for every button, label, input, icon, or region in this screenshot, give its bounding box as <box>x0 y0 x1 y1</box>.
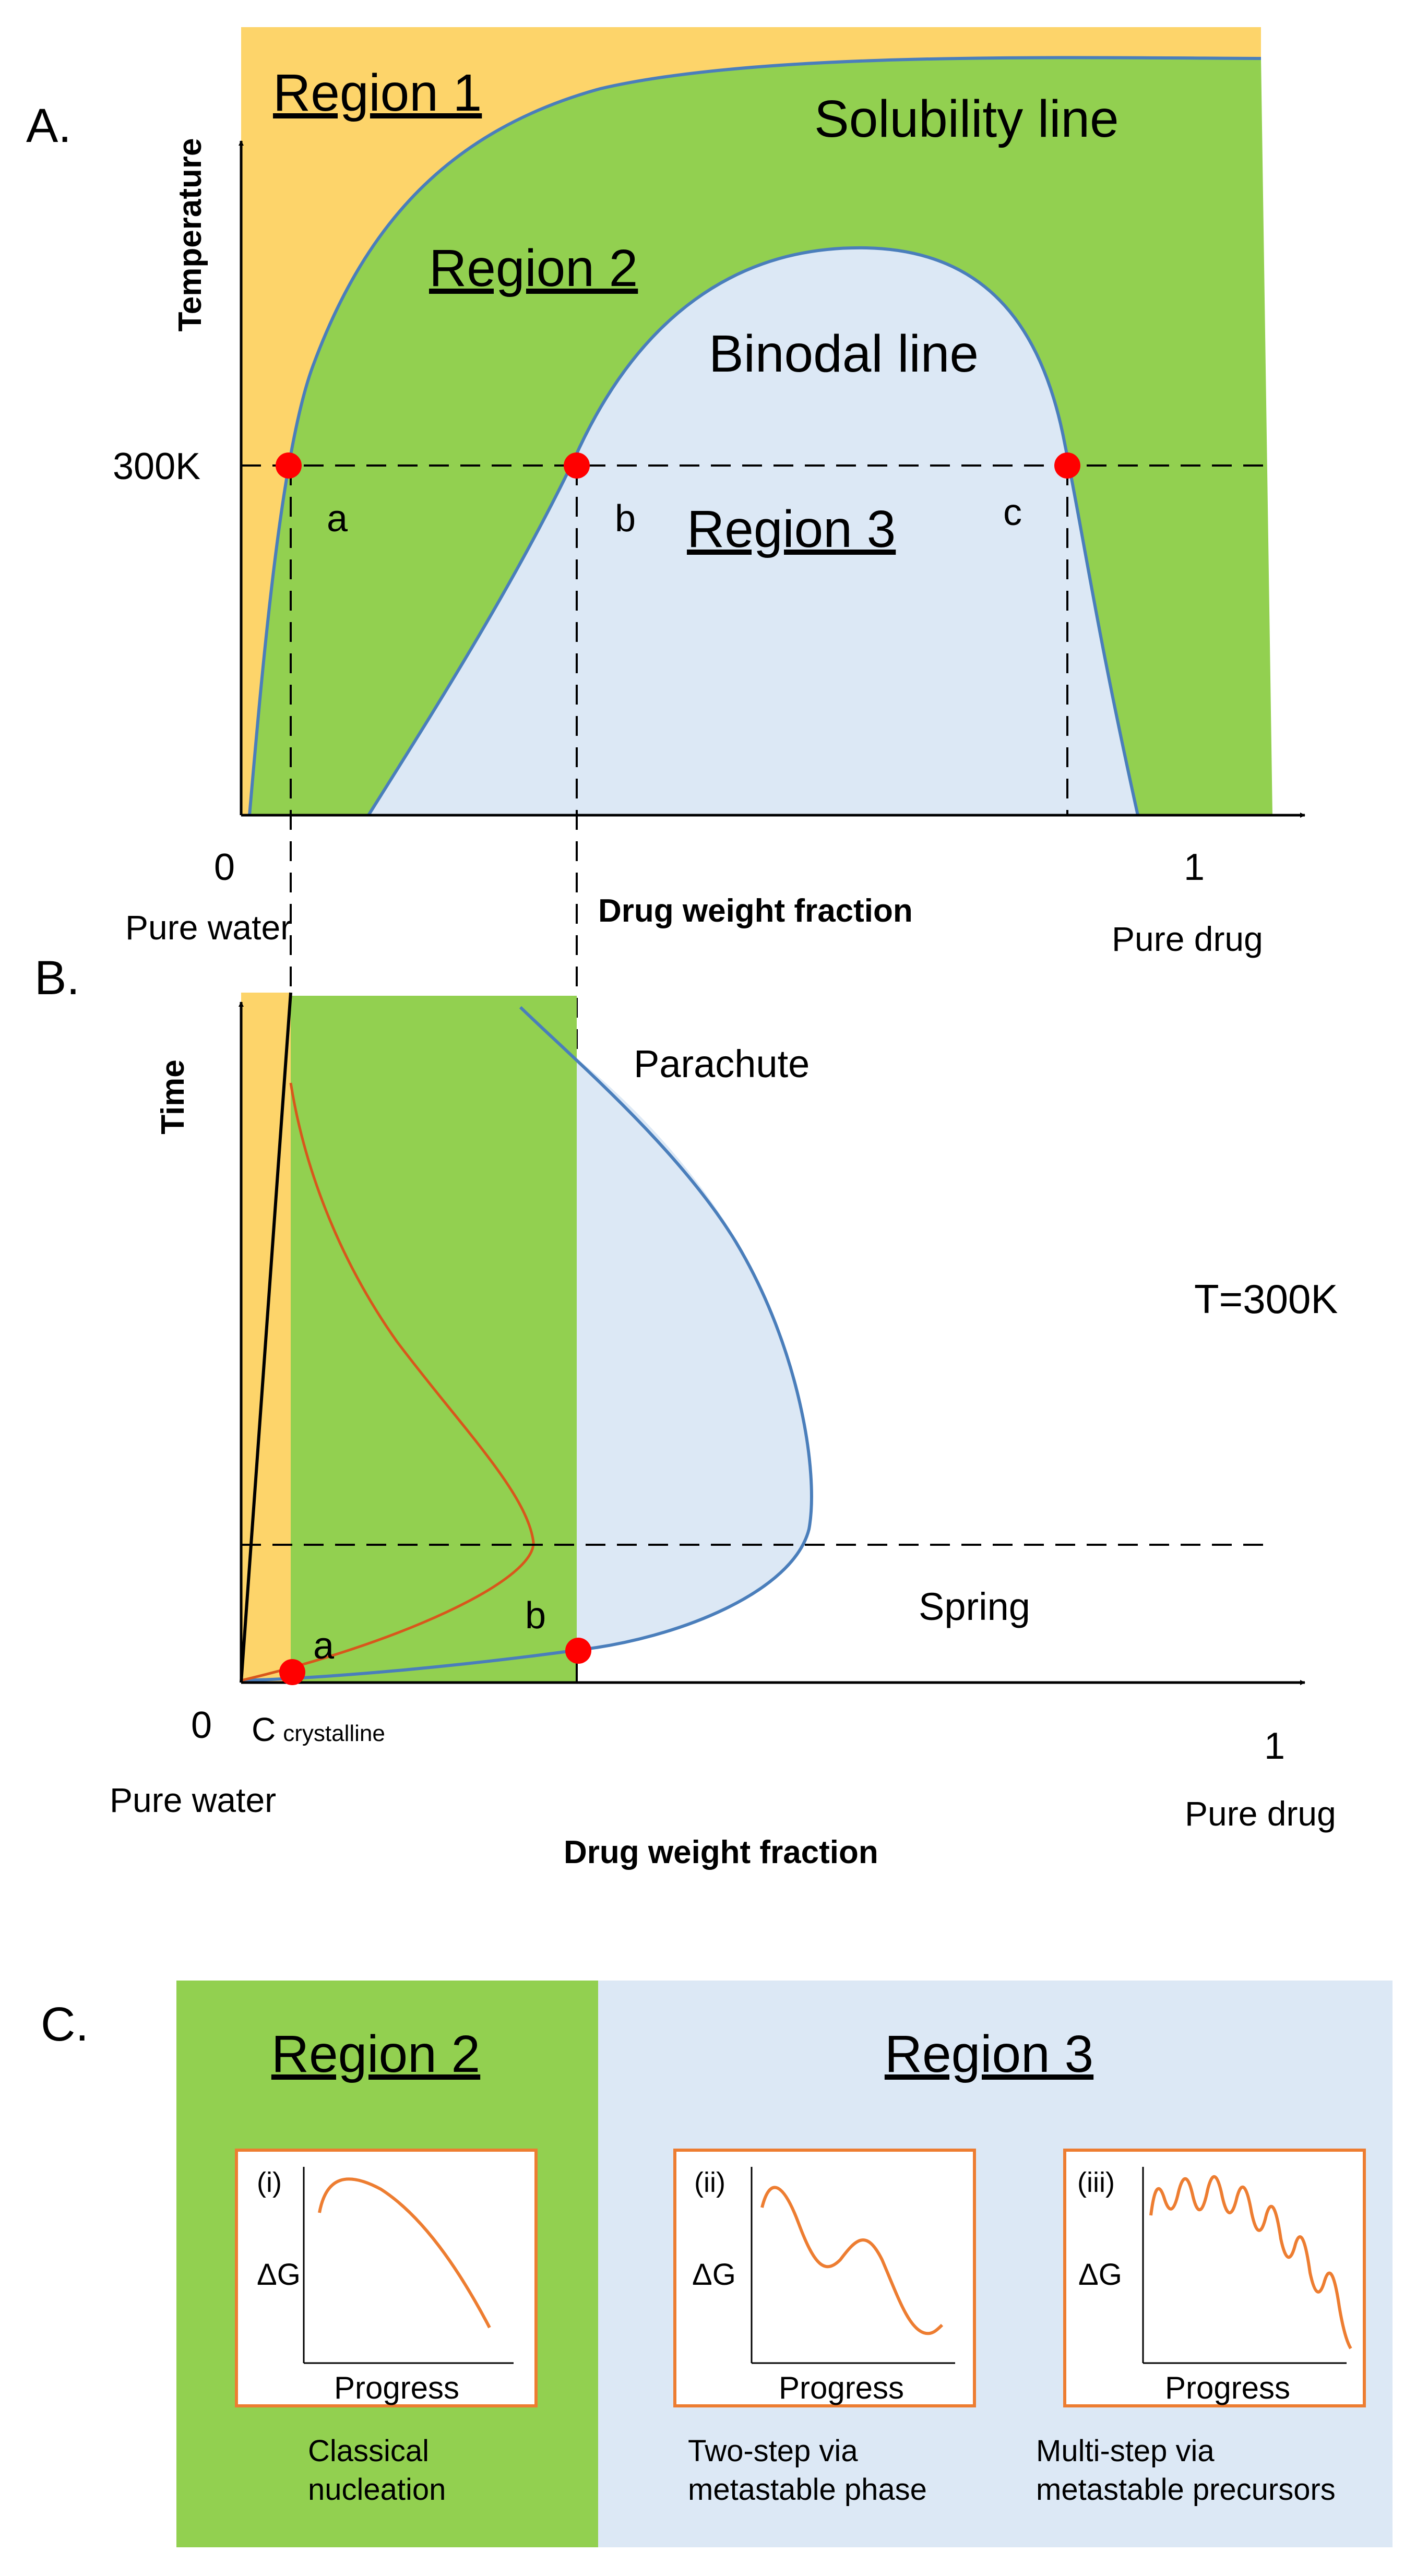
region-3-heading: Region 3 <box>885 2025 1093 2083</box>
panel-c-letter: C. <box>41 1998 89 2051</box>
panel-a-letter: A. <box>26 99 72 152</box>
energy-profile-curve <box>760 2186 944 2335</box>
spring-label: Spring <box>919 1585 1030 1628</box>
profile-tag: (iii) <box>1077 2167 1115 2198</box>
caption-line-2: nucleation <box>308 2473 446 2507</box>
solubility-line-label: Solubility line <box>814 90 1119 148</box>
panel-c: C. Region 2 Region 3 (i) ΔG Progress Cla… <box>41 1981 1393 2547</box>
profile-classical: (i) ΔG Progress Classical nucleation <box>235 2149 538 2507</box>
panel-b-letter: B. <box>34 951 80 1005</box>
caption-line-2: metastable phase <box>688 2473 927 2507</box>
region-3-area <box>368 247 1138 816</box>
caption-line-1: Multi-step via <box>1036 2434 1215 2468</box>
profile-tag: (i) <box>257 2167 282 2198</box>
point-c-marker <box>1054 452 1080 479</box>
point-a-marker <box>276 452 302 479</box>
x-one-tick-a: 1 <box>1184 846 1205 888</box>
point-a-marker-b <box>279 1659 305 1685</box>
binodal-line <box>367 246 1139 816</box>
crystallization-curve <box>241 1082 535 1682</box>
point-a-label-b: a <box>313 1625 335 1667</box>
panel-a: A. Region 1 Solubility line Region 2 Bin… <box>26 27 1305 1683</box>
region-1-label: Region 1 <box>273 64 482 122</box>
profile-two-step: (ii) ΔG Progress Two-step via metastable… <box>673 2149 976 2507</box>
x-zero-tick-b: 0 <box>191 1704 212 1746</box>
point-a-label: a <box>327 498 348 540</box>
caption-line-2: metastable precursors <box>1036 2473 1336 2507</box>
progress-label: Progress <box>1165 2370 1290 2405</box>
energy-profile-curve <box>318 2177 491 2329</box>
pure-drug-label-a: Pure drug <box>1112 920 1263 958</box>
c-crystalline-subscript: crystalline <box>283 1721 385 1746</box>
point-b-marker-b <box>565 1638 591 1664</box>
profile-multi-step: (iii) ΔG Progress Multi-step via metasta… <box>1036 2149 1366 2507</box>
caption-line-1: Two-step via <box>688 2434 858 2468</box>
point-b-marker <box>564 452 590 479</box>
caption-line-1: Classical <box>308 2434 429 2468</box>
temperature-axis-label: Temperature <box>172 138 208 332</box>
progress-label: Progress <box>334 2370 459 2405</box>
binodal-line-label: Binodal line <box>709 325 979 383</box>
point-b-label: b <box>615 498 636 540</box>
region-3-label: Region 3 <box>687 500 896 558</box>
energy-profile-curve <box>1149 2175 1352 2350</box>
temperature-tick-label: 300K <box>113 446 200 487</box>
x-one-tick-b: 1 <box>1264 1725 1285 1767</box>
pure-drug-label-b: Pure drug <box>1185 1794 1336 1833</box>
parachute-curve <box>241 1006 813 1682</box>
pure-water-label-b: Pure water <box>110 1781 276 1819</box>
parachute-label: Parachute <box>634 1042 810 1086</box>
delta-g-label: ΔG <box>257 2258 301 2292</box>
region-2-heading: Region 2 <box>271 2025 480 2083</box>
point-c-label: c <box>1003 492 1022 533</box>
pure-water-label-a: Pure water <box>125 908 292 947</box>
time-axis-label: Time <box>155 1059 191 1135</box>
progress-label: Progress <box>779 2370 904 2405</box>
delta-g-label: ΔG <box>692 2258 736 2292</box>
solubility-line <box>248 56 1262 816</box>
region-2-label: Region 2 <box>429 239 638 297</box>
x-zero-tick-a: 0 <box>214 846 235 888</box>
x-axis-label-a: Drug weight fraction <box>598 893 913 929</box>
temperature-label: T=300K <box>1194 1276 1338 1322</box>
region-2-band <box>291 996 577 1683</box>
region-3-band <box>577 1058 812 1650</box>
solid-rise-line <box>240 992 292 1683</box>
delta-g-label: ΔG <box>1078 2258 1122 2292</box>
point-b-label-b: b <box>525 1595 546 1637</box>
profile-tag: (ii) <box>694 2167 725 2198</box>
x-axis-label-b: Drug weight fraction <box>564 1834 878 1870</box>
c-crystalline-main: C <box>252 1711 276 1748</box>
